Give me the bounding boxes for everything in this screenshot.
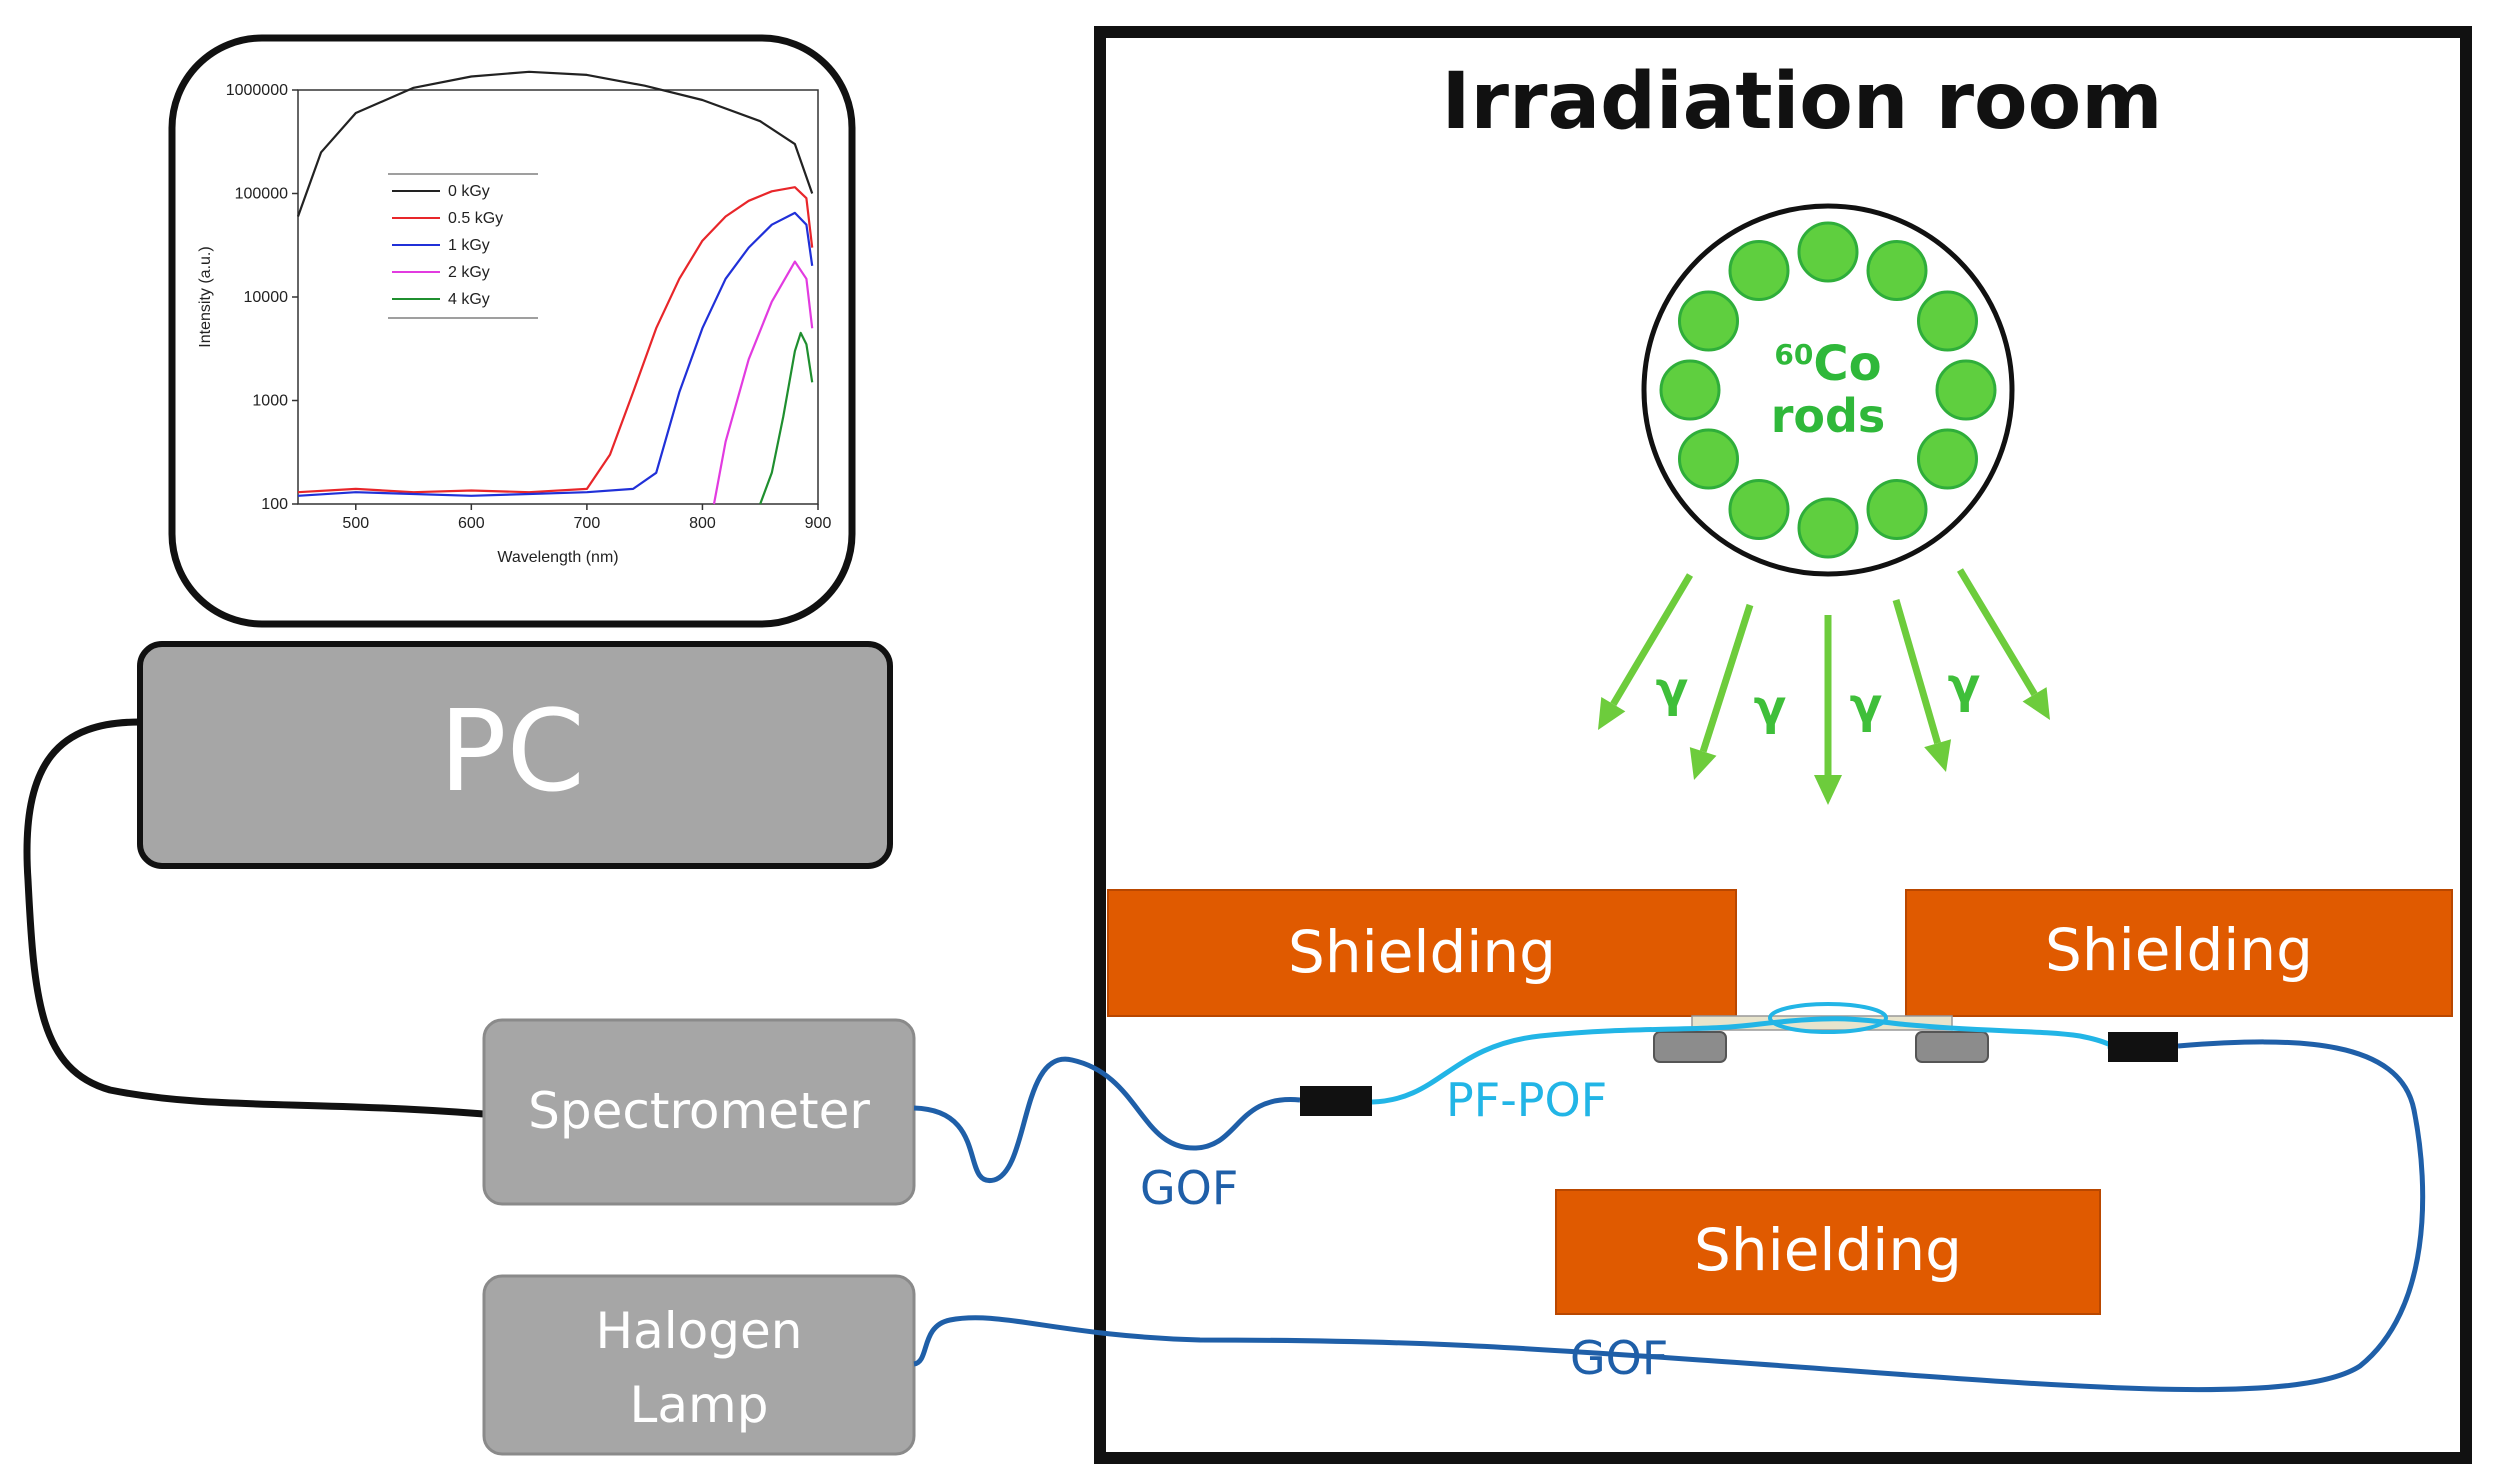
cobalt-rod [1797, 497, 1859, 559]
pc-box [137, 641, 893, 869]
halogen-lamp: Halogen Lamp [482, 1274, 916, 1456]
x-axis-label: Wavelength (nm) [497, 549, 618, 566]
y-tick-label: 1000000 [226, 82, 288, 99]
gof-label-bottom: GOF [1570, 1331, 1668, 1385]
cobalt-rod [1797, 221, 1859, 283]
shielding-left: Shielding [1107, 889, 1737, 1017]
series-line-0-5-kgy [297, 186, 814, 494]
series-line-1-kgy [297, 211, 814, 497]
pf-pof-fiber [1371, 1016, 2114, 1105]
shielding-left-label: Shielding [1288, 918, 1556, 986]
fiber-connector-left [1300, 1086, 1372, 1116]
fiber-connector-right [2108, 1032, 2178, 1062]
gof-fiber-output [913, 1039, 2426, 1393]
cobalt-rod [1678, 290, 1739, 352]
cobalt-rod [1866, 479, 1928, 540]
shielding-right: Shielding [1905, 889, 2453, 1017]
legend-entry: 4 kGy [448, 291, 490, 308]
x-tick-label: 900 [805, 515, 832, 532]
gamma-ray-arrowhead [1689, 747, 1717, 780]
shielding-right-label: Shielding [2045, 916, 2313, 984]
gamma-ray-arrowhead [1924, 739, 1952, 772]
spectrum-chart: 100 1000 10000 100000 1000000 500 600 700 800 90… [197, 70, 832, 566]
cobalt-rod [1917, 290, 1978, 352]
x-tick-label: 600 [458, 515, 485, 532]
cobalt-rod [1659, 359, 1721, 421]
cobalt-rod [1728, 240, 1790, 301]
series-line-2-kgy [712, 260, 814, 505]
series-line-0-kgy [296, 70, 814, 217]
pf-pof-label: PF-POF [1446, 1073, 1607, 1127]
gamma-ray-arrow [1610, 573, 1694, 706]
gamma-symbol: γ [1754, 680, 1787, 736]
x-tick-label: 800 [689, 515, 716, 532]
source-container [1641, 203, 2015, 577]
halogen-lamp-label-line2: Lamp [630, 1376, 769, 1434]
cobalt-rod [1678, 428, 1739, 490]
cobalt-rod [1728, 479, 1790, 540]
legend-entry: 1 kGy [448, 237, 490, 254]
x-tick-label: 700 [574, 515, 601, 532]
room-title: Irradiation room [1441, 57, 2162, 147]
y-tick-label: 1000 [252, 393, 288, 410]
gamma-symbol: γ [1850, 678, 1883, 734]
shielding-bottom-label: Shielding [1694, 1216, 1962, 1284]
irradiation-room: Irradiation room [1094, 26, 2472, 1464]
y-axis-label: Intensity (a.u.) [197, 246, 214, 347]
cobalt-rod [1935, 359, 1997, 421]
legend-entry: 0 kGy [448, 183, 490, 200]
shielding-bottom: Shielding [1555, 1189, 2101, 1315]
gamma-ray-arrow [1956, 568, 2038, 697]
y-tick-label: 100 [261, 496, 288, 513]
pc: PC [137, 641, 893, 869]
y-tick-label: 10000 [244, 289, 289, 306]
legend-entry: 0.5 kGy [448, 210, 503, 227]
cobalt-source: 60Co rods [1641, 203, 2015, 577]
pf-pof-coil [1768, 1002, 1888, 1034]
gof-label-top: GOF [1140, 1161, 1238, 1215]
halogen-lamp-label-line1: Halogen [596, 1302, 803, 1360]
halogen-lamp-box [482, 1274, 916, 1456]
source-label-line1: 60Co [1774, 336, 1881, 392]
cobalt-rod [1917, 428, 1978, 490]
holder-clamp-left [1653, 1031, 1727, 1063]
source-isotope-number: 60 [1774, 338, 1813, 371]
pc-label: PC [439, 687, 585, 817]
spectrometer-label: Spectrometer [528, 1082, 870, 1140]
x-tick-label: 500 [342, 515, 369, 532]
usb-cable [23, 718, 485, 1118]
gamma-symbol: γ [1656, 662, 1689, 718]
shielding-right-block [1905, 889, 2453, 1017]
cobalt-rod [1866, 240, 1928, 301]
gamma-ray-arrowhead [2022, 687, 2050, 720]
spectrometer: Spectrometer [482, 1018, 916, 1206]
holder-clamp-right [1915, 1031, 1989, 1063]
shielding-left-block [1107, 889, 1737, 1017]
sample-holder [1653, 1015, 1989, 1063]
gamma-symbol: γ [1948, 658, 1981, 714]
plot-area [297, 89, 819, 505]
y-tick-label: 100000 [235, 186, 288, 203]
gamma-ray-arrow [1699, 603, 1754, 753]
room-walls [1094, 26, 2472, 1464]
gamma-ray-arrowhead [1814, 775, 1842, 805]
legend-entry: 2 kGy [448, 264, 490, 281]
spectrometer-box [482, 1018, 916, 1206]
source-label-line2: rods [1771, 389, 1886, 443]
source-element: Co [1813, 336, 1881, 392]
series-line-4-kgy [759, 331, 814, 505]
gamma-ray-arrow [1892, 599, 1941, 745]
gof-fiber-input [913, 1056, 1301, 1183]
shielding-bottom-block [1555, 1189, 2101, 1315]
gamma-ray-arrowhead [1598, 697, 1626, 730]
